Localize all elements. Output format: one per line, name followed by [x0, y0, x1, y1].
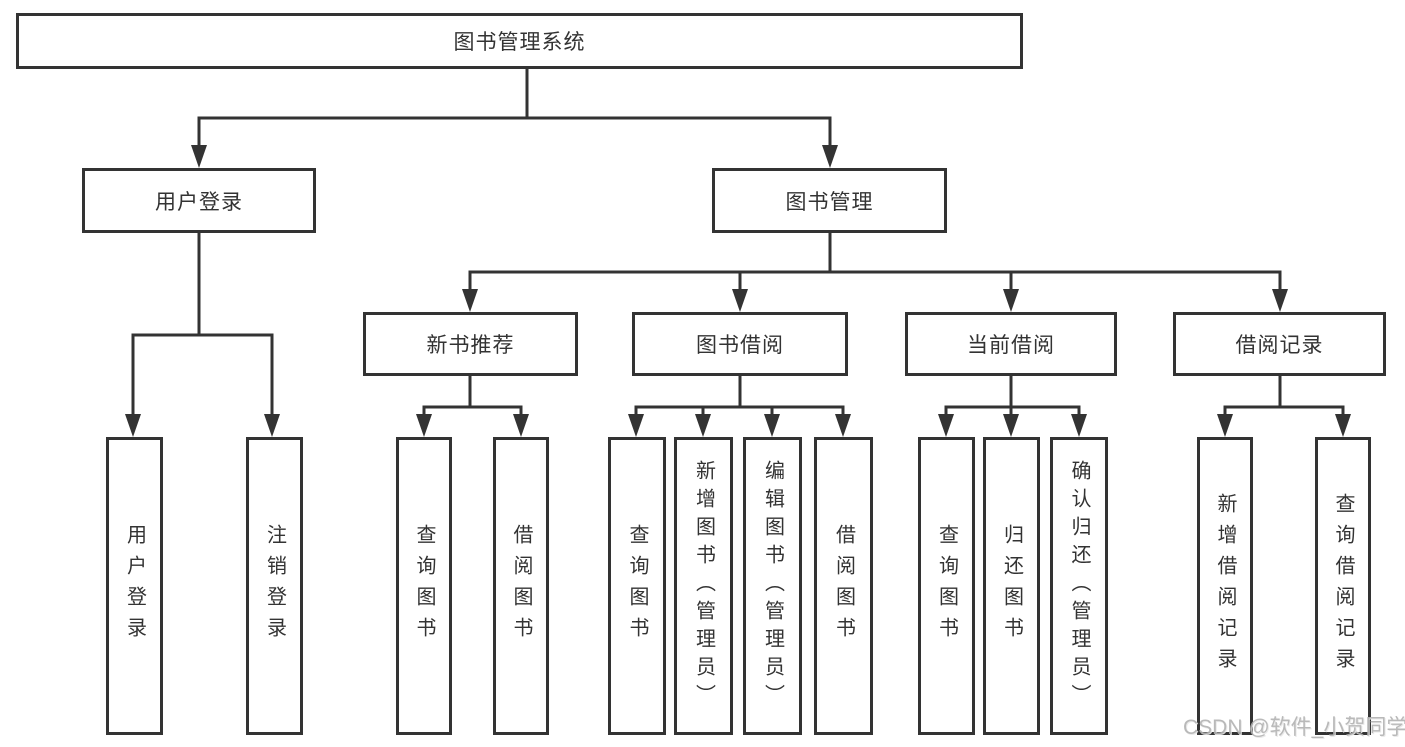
leaf-cb-confirm-return-admin-label: 确认归还（管理员） — [1068, 460, 1090, 712]
leaf-nbr-query-books: 查询图书 — [396, 437, 452, 735]
leaf-bb-add-books-admin: 新增图书（管理员） — [674, 437, 733, 735]
csdn-watermark: CSDN @软件_小贺同学 — [1183, 716, 1405, 739]
node-book-borrow: 图书借阅 — [632, 312, 848, 376]
leaf-cb-confirm-return-admin: 确认归还（管理员） — [1050, 437, 1108, 735]
leaf-cb-return-books: 归还图书 — [983, 437, 1040, 735]
leaf-cb-query-books: 查询图书 — [918, 437, 975, 735]
leaf-bb-add-books-admin-label: 新增图书（管理员） — [692, 460, 715, 712]
leaf-br-add-record: 新增借阅记录 — [1197, 437, 1253, 735]
leaf-user-login-label: 用户登录 — [123, 524, 146, 648]
leaf-bb-borrow-books-label: 借阅图书 — [832, 524, 855, 648]
leaf-nbr-query-books-label: 查询图书 — [413, 524, 435, 648]
node-current-borrow: 当前借阅 — [905, 312, 1117, 376]
leaf-br-query-record: 查询借阅记录 — [1315, 437, 1371, 735]
node-root-label: 图书管理系统 — [453, 31, 586, 54]
leaf-bb-query-books-label: 查询图书 — [626, 524, 648, 648]
node-new-book-recommend-label: 新书推荐 — [426, 334, 515, 357]
node-new-book-recommend: 新书推荐 — [363, 312, 578, 376]
node-current-borrow-label: 当前借阅 — [967, 334, 1055, 357]
node-book-management-label: 图书管理 — [785, 190, 874, 214]
leaf-cb-return-books-label: 归还图书 — [1000, 524, 1023, 648]
leaf-nbr-borrow-books: 借阅图书 — [493, 437, 549, 735]
node-borrow-records: 借阅记录 — [1173, 312, 1386, 376]
leaf-bb-edit-books-admin-label: 编辑图书（管理员） — [761, 460, 784, 712]
node-user-login: 用户登录 — [82, 168, 316, 233]
node-user-login-label: 用户登录 — [155, 190, 243, 214]
leaf-bb-edit-books-admin: 编辑图书（管理员） — [743, 437, 802, 735]
leaf-bb-borrow-books: 借阅图书 — [814, 437, 873, 735]
node-book-management: 图书管理 — [712, 168, 947, 233]
leaf-user-login: 用户登录 — [106, 437, 163, 735]
node-root: 图书管理系统 — [16, 13, 1023, 69]
leaf-logout-label: 注销登录 — [263, 524, 286, 648]
leaf-cb-query-books-label: 查询图书 — [935, 524, 958, 648]
leaf-br-query-record-label: 查询借阅记录 — [1332, 493, 1354, 679]
node-borrow-records-label: 借阅记录 — [1235, 334, 1324, 357]
leaf-br-add-record-label: 新增借阅记录 — [1214, 493, 1236, 679]
leaf-nbr-borrow-books-label: 借阅图书 — [510, 524, 532, 648]
leaf-logout: 注销登录 — [246, 437, 303, 735]
leaf-bb-query-books: 查询图书 — [608, 437, 666, 735]
node-book-borrow-label: 图书借阅 — [696, 334, 784, 357]
